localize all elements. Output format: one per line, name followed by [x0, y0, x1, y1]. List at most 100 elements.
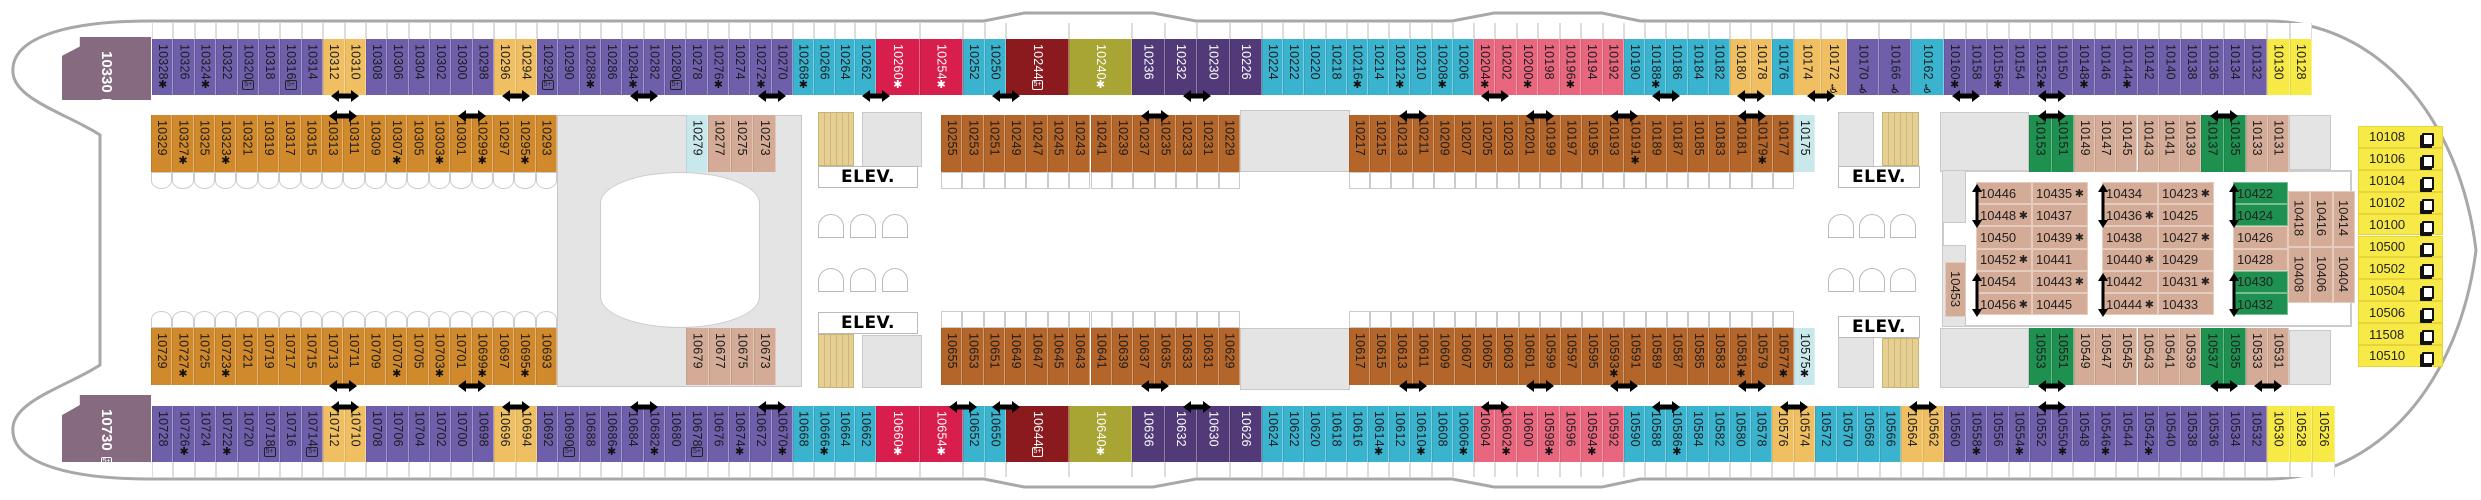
cabin-10425[interactable]: 10425 [2158, 204, 2214, 227]
cabin-10282[interactable]: 10282 [643, 39, 665, 95]
cabin-10696[interactable]: 10696 [494, 406, 516, 462]
cabin-10310[interactable]: 10310 [344, 39, 366, 95]
cabin-10673[interactable]: 10673 [753, 328, 776, 385]
cabin-10296[interactable]: 10296 [494, 39, 516, 95]
cabin-10304[interactable]: 10304 [408, 39, 430, 95]
cabin-10711[interactable]: 10711 [343, 328, 365, 385]
cabin-10434[interactable]: 10434 [2102, 182, 2158, 205]
cabin-10598[interactable]: 10598✱ [1538, 406, 1560, 462]
cabin-10684[interactable]: 10684 [622, 406, 644, 462]
cabin-10727[interactable]: 10727✱ [172, 328, 194, 385]
cabin-10141[interactable]: 10141 [2158, 115, 2180, 172]
cabin-10158[interactable]: 10158 [1965, 39, 1988, 95]
cabin-10418[interactable]: 10418 [2288, 191, 2311, 247]
cabin-10240[interactable]: 10240✱ [1069, 39, 1132, 95]
cabin-10317[interactable]: 10317 [279, 115, 301, 172]
cabin-10151[interactable]: 10151 [2051, 115, 2074, 172]
cabin-10586[interactable]: 10586✱ [1666, 406, 1688, 462]
cabin-10231[interactable]: 10231 [1197, 115, 1219, 172]
cabin-10233[interactable]: 10233 [1175, 115, 1198, 172]
cabin-10183[interactable]: 10183 [1709, 115, 1731, 172]
cabin-10666[interactable]: 10666✱ [813, 406, 835, 462]
cabin-10543[interactable]: 10543 [2137, 328, 2159, 385]
cabin-10594[interactable]: 10594✱ [1581, 406, 1603, 462]
cabin-10214[interactable]: 10214 [1368, 39, 1390, 95]
cabin-10239[interactable]: 10239 [1111, 115, 1134, 172]
cabin-10224[interactable]: 10224 [1262, 39, 1284, 95]
cabin-10609[interactable]: 10609 [1433, 328, 1455, 385]
cabin-10585[interactable]: 10585 [1688, 328, 1710, 385]
cabin-10176[interactable]: 10176 [1772, 39, 1794, 95]
cabin-10266[interactable]: 10266 [813, 39, 835, 95]
cabin-10143[interactable]: 10143 [2137, 115, 2159, 172]
cabin-10247[interactable]: 10247 [1026, 115, 1048, 172]
cabin-10693[interactable]: 10693 [535, 328, 557, 385]
cabin-10308[interactable]: 10308 [366, 39, 388, 95]
cabin-10136[interactable]: 10136 [2202, 39, 2224, 95]
cabin-10229[interactable]: 10229 [1218, 115, 1240, 172]
cabin-10604[interactable]: 10604 [1474, 406, 1496, 462]
cabin-10205[interactable]: 10205 [1476, 115, 1498, 172]
cabin-10544[interactable]: 10544 [2116, 406, 2138, 462]
cabin-10551[interactable]: 10551 [2051, 328, 2074, 385]
cabin-10278[interactable]: 10278 [686, 39, 708, 95]
cabin-10554[interactable]: 10554✱ [2008, 406, 2031, 462]
cabin-10716[interactable]: 10716 [280, 406, 302, 462]
cabin-10156[interactable]: 10156✱ [1987, 39, 2009, 95]
cabin-10679[interactable]: 10679 [686, 328, 709, 385]
cabin-10614[interactable]: 10614✱ [1368, 406, 1390, 462]
cabin-10443[interactable]: 10443✱ [2032, 270, 2088, 293]
cabin-10198[interactable]: 10198 [1538, 39, 1560, 95]
cabin-10284[interactable]: 10284✱ [622, 39, 644, 95]
cabin-10202[interactable]: 10202 [1495, 39, 1517, 95]
cabin-10264[interactable]: 10264 [834, 39, 856, 95]
cabin-10212[interactable]: 10212✱ [1389, 39, 1411, 95]
cabin-10106[interactable]: 10106 [2358, 147, 2443, 170]
cabin-10423[interactable]: 10423✱ [2158, 182, 2214, 205]
cabin-10701[interactable]: 10701 [450, 328, 472, 385]
cabin-10697[interactable]: 10697 [492, 328, 515, 385]
cabin-10179[interactable]: 10179✱ [1751, 115, 1773, 172]
cabin-10558[interactable]: 10558✱ [1965, 406, 1988, 462]
cabin-10438[interactable]: 10438 [2102, 226, 2158, 249]
cabin-10185[interactable]: 10185 [1688, 115, 1710, 172]
cabin-10148[interactable]: 10148✱ [2073, 39, 2095, 95]
cabin-10133[interactable]: 10133 [2246, 115, 2268, 172]
cabin-10208[interactable]: 10208✱ [1431, 39, 1453, 95]
cabin-10441[interactable]: 10441 [2032, 248, 2088, 271]
cabin-10704[interactable]: 10704 [408, 406, 430, 462]
cabin-10306[interactable]: 10306 [387, 39, 409, 95]
cabin-10713[interactable]: 10713 [321, 328, 344, 385]
cabin-10146[interactable]: 10146 [2094, 39, 2117, 95]
cabin-10651[interactable]: 10651 [983, 328, 1006, 385]
cabin-10601[interactable]: 10601 [1518, 328, 1540, 385]
cabin-10587[interactable]: 10587 [1666, 328, 1689, 385]
cabin-10600[interactable]: 10600 [1516, 406, 1539, 462]
cabin-10633[interactable]: 10633 [1175, 328, 1198, 385]
cabin-10137[interactable]: 10137 [2201, 115, 2224, 172]
cabin-10255[interactable]: 10255 [941, 115, 963, 172]
cabin-10547[interactable]: 10547 [2095, 328, 2117, 385]
cabin-10201[interactable]: 10201 [1518, 115, 1540, 172]
cabin-10175[interactable]: 10175 [1794, 115, 1815, 172]
cabin-10568[interactable]: 10568 [1858, 406, 1880, 462]
cabin-10311[interactable]: 10311 [343, 115, 365, 172]
cabin-10570[interactable]: 10570 [1836, 406, 1858, 462]
cabin-10590[interactable]: 10590 [1624, 406, 1646, 462]
cabin-10446[interactable]: 10446 [1976, 182, 2032, 205]
cabin-10190[interactable]: 10190 [1624, 39, 1646, 95]
cabin-10550[interactable]: 10550✱ [2051, 406, 2074, 462]
cabin-10588[interactable]: 10588 [1645, 406, 1667, 462]
cabin-10150[interactable]: 10150 [2051, 39, 2074, 95]
cabin-10534[interactable]: 10534 [2223, 406, 2246, 462]
cabin-10649[interactable]: 10649 [1005, 328, 1027, 385]
cabin-10444[interactable]: 10444✱ [2102, 293, 2158, 316]
cabin-10504[interactable]: 10504 [2358, 279, 2443, 302]
cabin-10319[interactable]: 10319 [257, 115, 280, 172]
cabin-10437[interactable]: 10437 [2032, 204, 2088, 227]
cabin-10589[interactable]: 10589 [1645, 328, 1667, 385]
cabin-10314[interactable]: 10314 [301, 39, 323, 95]
